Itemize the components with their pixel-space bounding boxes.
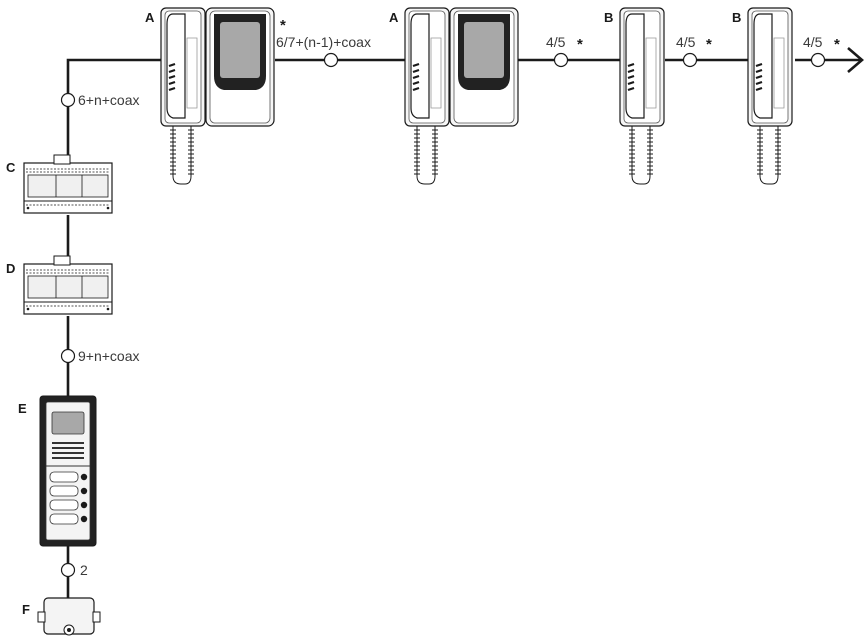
device-label-d: D bbox=[6, 261, 15, 276]
device-label-f: F bbox=[22, 602, 30, 617]
cable-markers bbox=[60, 52, 826, 578]
cable-marker bbox=[553, 52, 569, 68]
cable-label-monitor-2: 4/5 bbox=[546, 34, 566, 50]
cable-marker bbox=[810, 52, 826, 68]
handset-interphone-b2 bbox=[746, 6, 794, 186]
bus-line bbox=[66, 58, 165, 158]
device-label-e: E bbox=[18, 401, 27, 416]
device-label-b1: B bbox=[604, 10, 613, 25]
device-label-a2: A bbox=[389, 10, 399, 25]
cable-marker bbox=[60, 562, 76, 578]
device-label-a1: A bbox=[145, 10, 155, 25]
continuation-arrow bbox=[847, 47, 864, 73]
wiring bbox=[66, 58, 860, 600]
cable-label-riser-top: 6+n+coax bbox=[78, 92, 140, 108]
cable-marker bbox=[60, 348, 76, 364]
electric-lock-f bbox=[37, 597, 101, 636]
cable-marker bbox=[682, 52, 698, 68]
asterisk-marker: * bbox=[706, 36, 712, 53]
handset-interphone-a2 bbox=[403, 6, 451, 186]
cable-label-lock: 2 bbox=[80, 562, 88, 578]
cable-label-monitor-1: 6/7+(n-1)+coax bbox=[276, 34, 371, 50]
cable-label-handset-2: 4/5 bbox=[803, 34, 823, 50]
cable-marker bbox=[60, 92, 76, 108]
entrance-panel-e bbox=[39, 395, 97, 547]
cable-marker bbox=[323, 52, 339, 68]
asterisk-marker: * bbox=[577, 36, 583, 53]
asterisk-marker: * bbox=[834, 36, 840, 53]
handset-interphone-a1 bbox=[159, 6, 207, 186]
device-label-c: C bbox=[6, 160, 16, 175]
video-monitor-a2 bbox=[449, 7, 519, 127]
handset-interphone-b1 bbox=[618, 6, 666, 186]
video-monitor-a1 bbox=[205, 7, 275, 127]
asterisk-marker: * bbox=[280, 17, 286, 34]
power-supply-c bbox=[23, 154, 113, 214]
device-label-b2: B bbox=[732, 10, 741, 25]
cable-label-panel: 9+n+coax bbox=[78, 348, 140, 364]
distributor-d bbox=[23, 255, 113, 315]
cable-label-handset-1: 4/5 bbox=[676, 34, 696, 50]
